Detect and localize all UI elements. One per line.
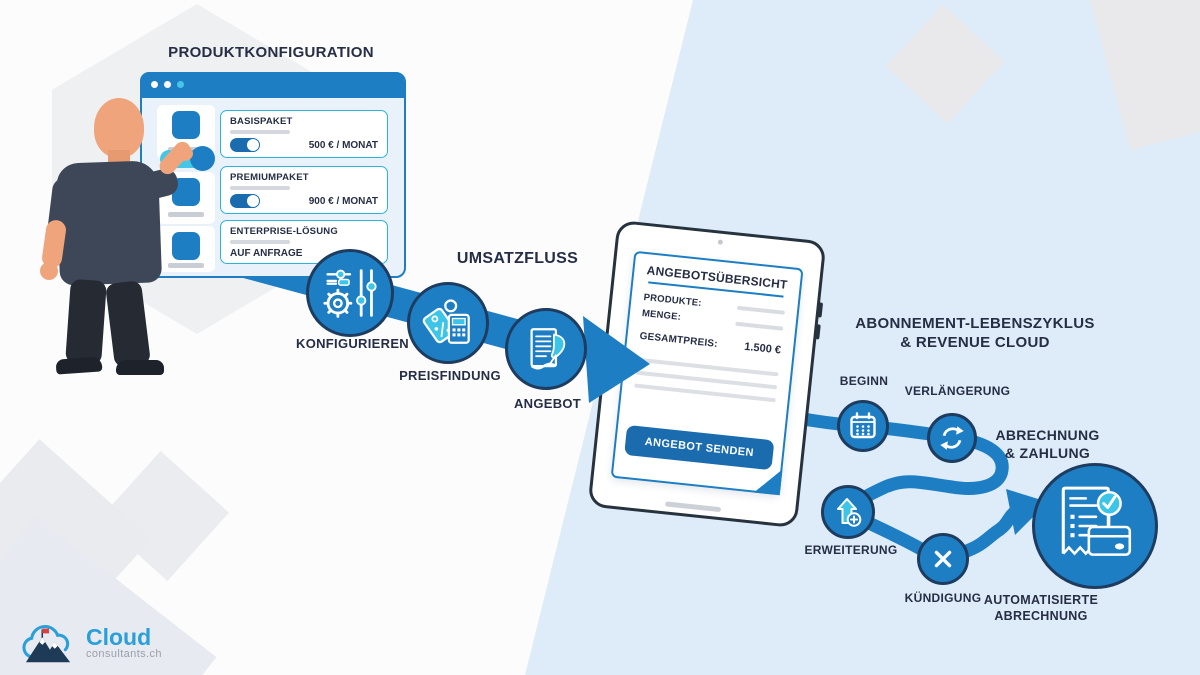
renewal-arrows-icon (940, 426, 964, 450)
package-price: 500 € / MONAT (308, 139, 378, 151)
placeholder-line (230, 240, 290, 244)
person-illustration (28, 88, 198, 388)
document-quill-icon (530, 328, 566, 370)
package-name: BASISPAKET (230, 116, 293, 127)
cancel-x-icon (934, 550, 952, 568)
person-head (94, 98, 144, 158)
price-tag-calculator-icon (422, 299, 470, 344)
toggle-knob (247, 139, 259, 151)
cloud-mountain-logo-icon (22, 625, 71, 663)
quote-row-total: GESAMTPREIS: 1.500 € (639, 330, 782, 357)
step-label-configure: KONFIGURIEREN (296, 336, 409, 351)
quote-tablet: ANGEBOTSÜBERSICHT PRODUKTE: MENGE: GESAM… (587, 219, 827, 529)
person-shoe (55, 356, 103, 375)
brand-name: Cloud (86, 624, 152, 650)
lifecycle-heading: ABONNEMENT-LEBENSZYKLUS & REVENUE CLOUD (855, 315, 1095, 351)
brand-domain: consultants.ch (86, 648, 162, 660)
window-dot[interactable] (164, 81, 171, 88)
row-label: PRODUKTE: (643, 291, 703, 310)
toggle-knob (190, 146, 215, 171)
product-thumbnail-row (157, 226, 215, 272)
invoice-card-check-icon (1061, 486, 1132, 556)
billing-heading: ABRECHNUNG & ZAHLUNG (995, 427, 1100, 461)
total-label: GESAMTPREIS: (639, 330, 719, 350)
placeholder-line (735, 321, 784, 331)
person-leg (65, 278, 107, 366)
window-dot[interactable] (151, 81, 158, 88)
package-card-basis: BASISPAKET 500 € / MONAT (220, 110, 388, 158)
node-label-start: BEGINN (839, 374, 889, 388)
placeholder-line (230, 130, 290, 134)
person-shoe (116, 360, 164, 375)
lifecycle-node-cancellation (917, 533, 969, 585)
node-label-expansion: ERWEITERUNG (804, 543, 898, 557)
placeholder-line (168, 263, 204, 268)
page-fold-corner (753, 466, 783, 496)
thumbnail-square (172, 232, 200, 260)
thumbnail-square (172, 111, 200, 139)
package-name: PREMIUMPAKET (230, 172, 309, 183)
brand-logo: Cloud consultants.ch (18, 616, 218, 670)
total-value: 1.500 € (743, 340, 782, 357)
send-quote-button[interactable]: ANGEBOT SENDEN (624, 424, 775, 471)
tablet-camera-dot (717, 239, 724, 245)
quote-document: ANGEBOTSÜBERSICHT PRODUKTE: MENGE: GESAM… (610, 250, 804, 496)
page-title: PRODUKTKONFIGURATION (168, 44, 374, 61)
person-leg (105, 280, 151, 368)
window-titlebar (140, 72, 404, 98)
row-label: MENGE: (641, 307, 682, 323)
node-label-cancellation: KÜNDIGUNG (904, 591, 982, 605)
step-label-pricing: PREISFINDUNG (399, 368, 501, 383)
step-circle-configure (306, 249, 394, 337)
placeholder-line (230, 186, 290, 190)
calendar-icon (850, 412, 876, 439)
person-hand (40, 262, 58, 280)
product-thumbnail-row (157, 172, 215, 224)
lifecycle-node-renewal (927, 413, 977, 463)
package-name: ENTERPRISE-LÖSUNG (230, 226, 338, 237)
toggle-knob (247, 195, 259, 207)
package-toggle[interactable] (230, 194, 260, 208)
sliders-gear-icon (323, 269, 377, 318)
step-circle-pricing (407, 282, 489, 364)
node-label-renewal: VERLÄNGERUNG (904, 384, 1011, 398)
tablet-home-indicator (664, 501, 722, 513)
billing-caption: AUTOMATISIERTE ABRECHNUNG (983, 593, 1099, 623)
upgrade-arrow-plus-icon (837, 498, 862, 527)
step-label-quote: ANGEBOT (513, 396, 582, 411)
person-hand (176, 146, 193, 161)
package-card-premium: PREMIUMPAKET 900 € / MONAT (220, 166, 388, 214)
lifecycle-node-expansion (821, 485, 875, 539)
window-dot[interactable] (177, 81, 184, 88)
package-toggle[interactable] (230, 138, 260, 152)
package-price: 900 € / MONAT (308, 195, 378, 207)
step-circle-quote (505, 308, 587, 390)
placeholder-line (168, 212, 204, 217)
billing-circle (1032, 463, 1158, 589)
lifecycle-node-start (837, 400, 889, 452)
placeholder-line (736, 305, 786, 315)
revenue-flow-heading: UMSATZFLUSS (456, 250, 579, 267)
